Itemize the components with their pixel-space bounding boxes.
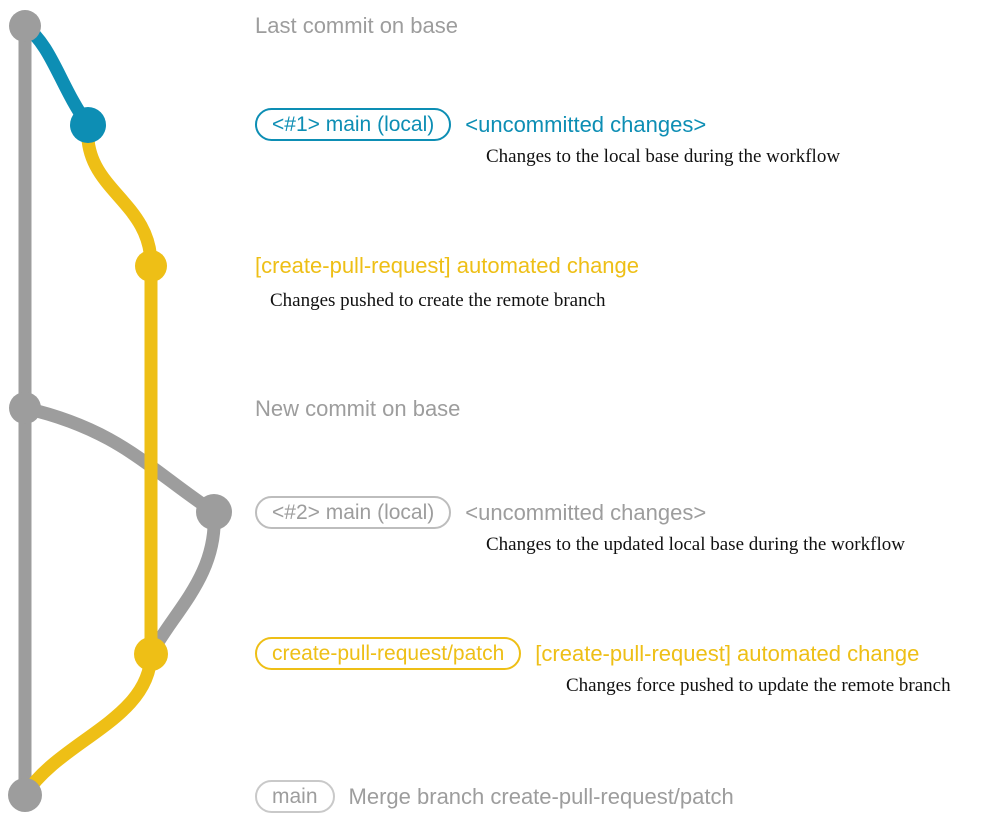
- row-merge-commit: main Merge branch create-pull-request/pa…: [255, 780, 734, 813]
- row-headline: New commit on base: [255, 396, 461, 421]
- row-subnote-automated-change-1: Changes pushed to create the remote bran…: [270, 290, 606, 311]
- row-subnote-local-commit-1: Changes to the local base during the wor…: [486, 146, 841, 167]
- row-headline: Merge branch create-pull-request/patch: [348, 784, 734, 809]
- row-new-commit-on-base: New commit on base: [255, 396, 460, 422]
- branch-pill-main-local-1[interactable]: <#1> main (local): [255, 108, 452, 141]
- branch-pill-main-local-2[interactable]: <#2> main (local): [255, 496, 452, 529]
- row-headline: <uncommitted changes>: [465, 112, 707, 137]
- branch-pill-main[interactable]: main: [255, 780, 335, 813]
- branch-pill-create-pull-request-patch[interactable]: create-pull-request/patch: [255, 637, 522, 670]
- row-subnote-automated-change-2: Changes force pushed to update the remot…: [566, 675, 951, 696]
- row-last-commit-on-base: Last commit on base: [255, 13, 458, 39]
- row-headline: Last commit on base: [255, 13, 458, 38]
- row-subnote-local-commit-2: Changes to the updated local base during…: [486, 534, 905, 555]
- row-automated-change-1: [create-pull-request] automated change: [255, 253, 639, 279]
- row-automated-change-2: create-pull-request/patch [create-pull-r…: [255, 637, 919, 670]
- row-local-commit-1: <#1> main (local) <uncommitted changes>: [255, 108, 706, 141]
- row-local-commit-2: <#2> main (local) <uncommitted changes>: [255, 496, 706, 529]
- row-headline: <uncommitted changes>: [465, 500, 707, 525]
- row-headline: [create-pull-request] automated change: [535, 641, 920, 666]
- row-headline: [create-pull-request] automated change: [255, 253, 640, 278]
